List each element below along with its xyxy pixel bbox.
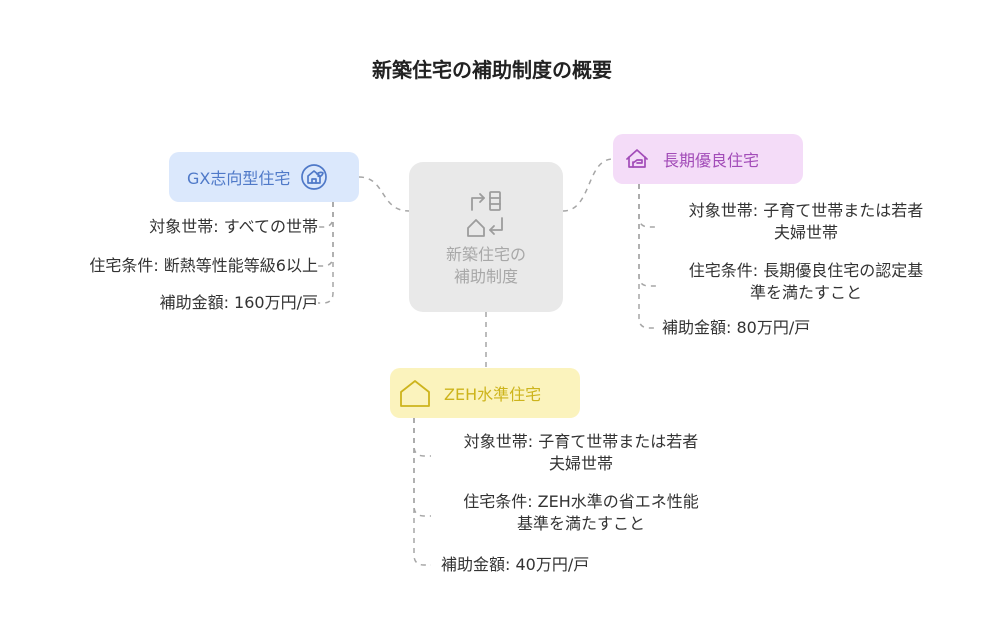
zeh-target-households-line2: 夫婦世帯 [548,454,613,473]
link-chouki-item-2 [638,184,656,287]
chouki-target-households: 対象世帯: 子育て世帯または若者 夫婦世帯 [656,200,956,244]
zeh-house-conditions-line1: 住宅条件: ZEH水準の省エネ性能 [463,492,699,511]
chouki-target-households-line1: 対象世帯: 子育て世帯または若者 [688,201,924,220]
center-node-label: 新築住宅の 補助制度 [445,245,526,286]
link-gx-item-2 [318,202,334,267]
long-term-house-node: 長期優良住宅 [613,134,803,184]
zeh-house-label: ZEH水準住宅 [444,385,542,404]
house-hand-icon [626,149,648,168]
link-gx-item-3 [318,202,334,304]
eco-house-icon [301,164,328,190]
zeh-target-households: 対象世帯: 子育て世帯または若者 夫婦世帯 [431,431,731,475]
zeh-house-node: ZEH水準住宅 [390,368,580,418]
link-zeh-item-3 [413,418,431,566]
link-chouki-item-1 [638,184,656,228]
gx-subsidy-amount: 補助金額: 160万円/戸 [159,293,318,312]
gx-house-label: GX志向型住宅 [187,169,291,188]
gx-house-node: GX志向型住宅 [169,152,359,202]
zeh-subsidy-amount: 補助金額: 40万円/戸 [441,555,590,574]
link-zeh-item-2 [413,418,431,517]
chouki-house-conditions: 住宅条件: 長期優良住宅の認定基 準を満たすこと [656,260,956,304]
link-chouki-item-3 [638,184,656,329]
zeh-house-conditions: 住宅条件: ZEH水準の省エネ性能 基準を満たすこと [431,491,731,535]
chouki-house-conditions-line2: 準を満たすこと [749,283,862,302]
chouki-subsidy-amount: 補助金額: 80万円/戸 [662,318,811,337]
transfer-arrows-icon [467,191,503,237]
gx-house-conditions: 住宅条件: 断熱等性能等級6以上 [89,256,318,275]
link-gx-item-1 [318,202,334,228]
house-outline-icon [400,380,430,407]
link-center-gx [358,176,410,212]
diagram-title: 新築住宅の補助制度の概要 [372,58,612,82]
link-zeh-item-1 [413,418,431,457]
long-term-house-label: 長期優良住宅 [663,151,760,170]
chouki-house-conditions-line1: 住宅条件: 長期優良住宅の認定基 [688,261,924,280]
zeh-house-conditions-line2: 基準を満たすこと [516,514,645,533]
link-center-chouki [562,158,614,212]
chouki-target-households-line2: 夫婦世帯 [773,223,838,242]
center-node: 新築住宅の 補助制度 [409,162,563,312]
zeh-target-households-line1: 対象世帯: 子育て世帯または若者 [463,432,699,451]
gx-target-households: 対象世帯: すべての世帯 [149,217,318,236]
